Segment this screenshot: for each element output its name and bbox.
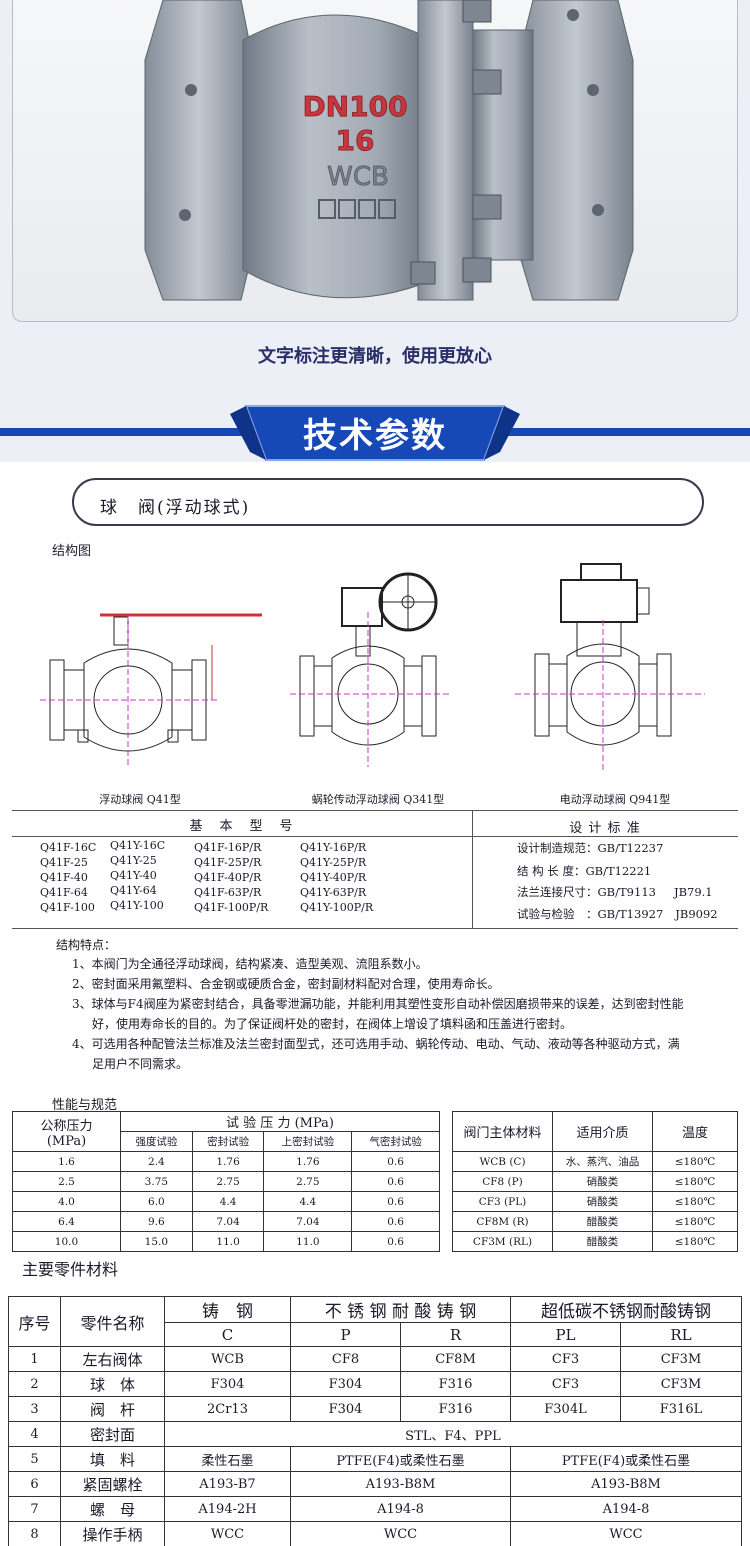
feature-item: 2、密封面采用氟塑料、合金钢或硬质合金，密封副材料配对合理，使用寿命长。 [72,977,500,991]
table-row: CF8M (R)醋酸类≤180℃ [452,1211,738,1232]
figure-caption-q41: 浮动球阀 Q41型 [99,793,181,806]
figure-caption-q941: 电动浮动球阀 Q941型 [559,793,671,806]
performance-table: 公称压力(MPa) 试 验 压 力 (MPa) 强度试验密封试验上密封试验气密封… [12,1111,440,1252]
structure-label: 结构图 [52,544,92,559]
table-row: CF3 (PL)硝酸类≤180℃ [452,1191,738,1212]
materials-heading: 主要零件材料 [22,1260,119,1279]
ball-valve-image: DN100 16 WCB [144,0,634,301]
standard-row: 设计制造规范：GB/T12237 [517,841,664,855]
standards-heading: 设 计 标 准 [569,821,641,836]
marking-pressure: 16 [336,124,375,157]
models-heading: 基 本 型 号 [189,819,295,834]
features-list: 1、本阀门为全通径浮动球阀，结构紧凑、造型美观、流阻系数小。 2、密封面采用氟塑… [72,954,732,1074]
cast-logo-icon [318,199,396,219]
perf-heading: 性能与规范 [52,1098,118,1113]
feature-item: 足用户不同需求。 [92,1057,189,1071]
standard-row: 结 构 长 度：GB/T12221 [517,864,652,878]
table-row: WCB (C)水、蒸汽、油品≤180℃ [452,1151,738,1172]
table-row: CF8 (P)硝酸类≤180℃ [452,1171,738,1192]
feature-item: 4、可选用各种配管法兰标准及法兰密封面型式，还可选用手动、蜗轮传动、电动、气动、… [72,1037,680,1051]
photo-caption: 文字标注更清晰，使用更放心 [258,346,492,367]
features-heading: 结构特点： [56,938,117,952]
title-pill [72,478,704,526]
subhead: 密封试验 [191,1131,265,1152]
product-title: 球 阀(浮动球式) [100,498,251,518]
handle-ball-valve-drawing [40,613,262,765]
medium-table: 阀门主体材料适用介质温度 WCB (C)水、蒸汽、油品≤180℃ CF8 (P)… [452,1111,738,1252]
divider [472,836,738,837]
test-head: 试 验 压 力 (MPa) [120,1111,440,1132]
subhead: 气密封试验 [351,1131,440,1152]
divider [12,810,738,811]
table-row: CF3M (RL)醋酸类≤180℃ [452,1231,738,1252]
feature-item: 3、球体与F4阀座为紧密封结合，具备零泄漏功能，并能利用其塑性变形自动补偿因磨损… [72,997,684,1011]
electric-ball-valve-drawing [515,563,705,770]
banner-title: 技术参数 [303,416,447,456]
marking-material: WCB [327,162,389,192]
worm-gear-ball-valve-drawing [290,572,450,767]
figure-caption-q341: 蜗轮传动浮动球阀 Q341型 [311,793,445,806]
pressure-head: 公称压力(MPa) [12,1111,121,1152]
subhead: 上密封试验 [263,1131,353,1152]
banner-shape [230,405,520,461]
subhead: 强度试验 [120,1131,193,1152]
marking-size: DN100 [302,90,407,123]
valve-photo: DN100 16 WCB [12,0,738,322]
divider [472,810,473,928]
materials-table: 序号 零件名称 铸 钢 不 锈 钢 耐 酸 铸 钢 超低碳不锈钢耐酸铸钢 C P… [8,1296,742,1546]
divider [12,836,472,837]
divider [12,928,738,929]
feature-item: 好，使用寿命长的目的。为了保证阀杆处的密封，在阀体上增设了填料函和压盖进行密封。 [92,1017,573,1031]
feature-item: 1、本阀门为全通径浮动球阀，结构紧凑、造型美观、流阻系数小。 [72,957,428,971]
